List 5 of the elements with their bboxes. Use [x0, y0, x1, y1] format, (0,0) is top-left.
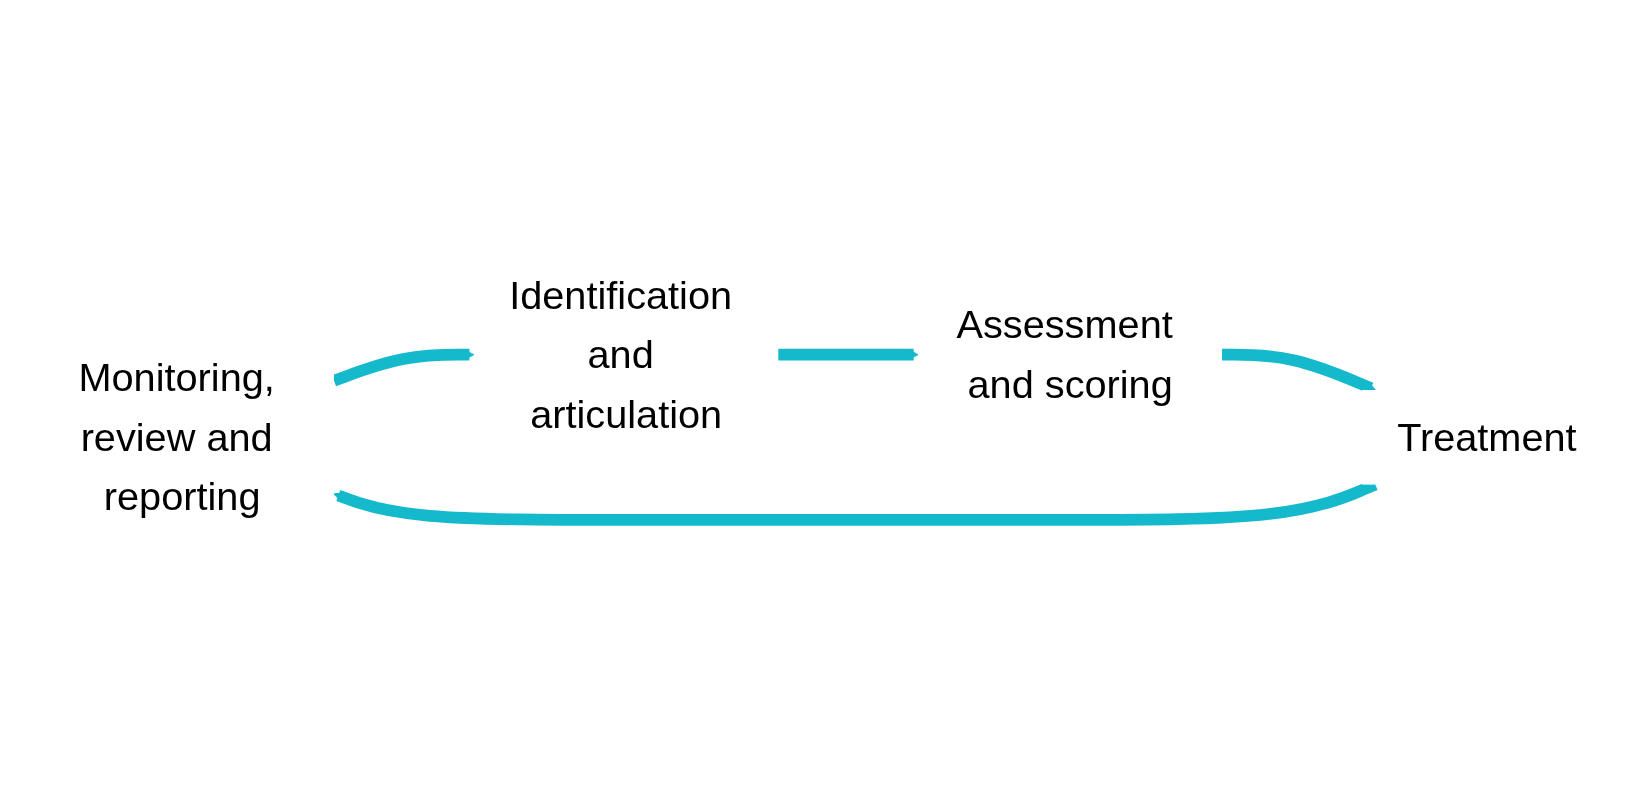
arrow: [778, 348, 919, 361]
node-text: Identification and articulation: [509, 271, 733, 436]
node-text: Assessment and scoring: [956, 301, 1173, 406]
node-text: Treatment: [1397, 414, 1577, 459]
node-text: Monitoring, review and reporting: [78, 354, 275, 518]
